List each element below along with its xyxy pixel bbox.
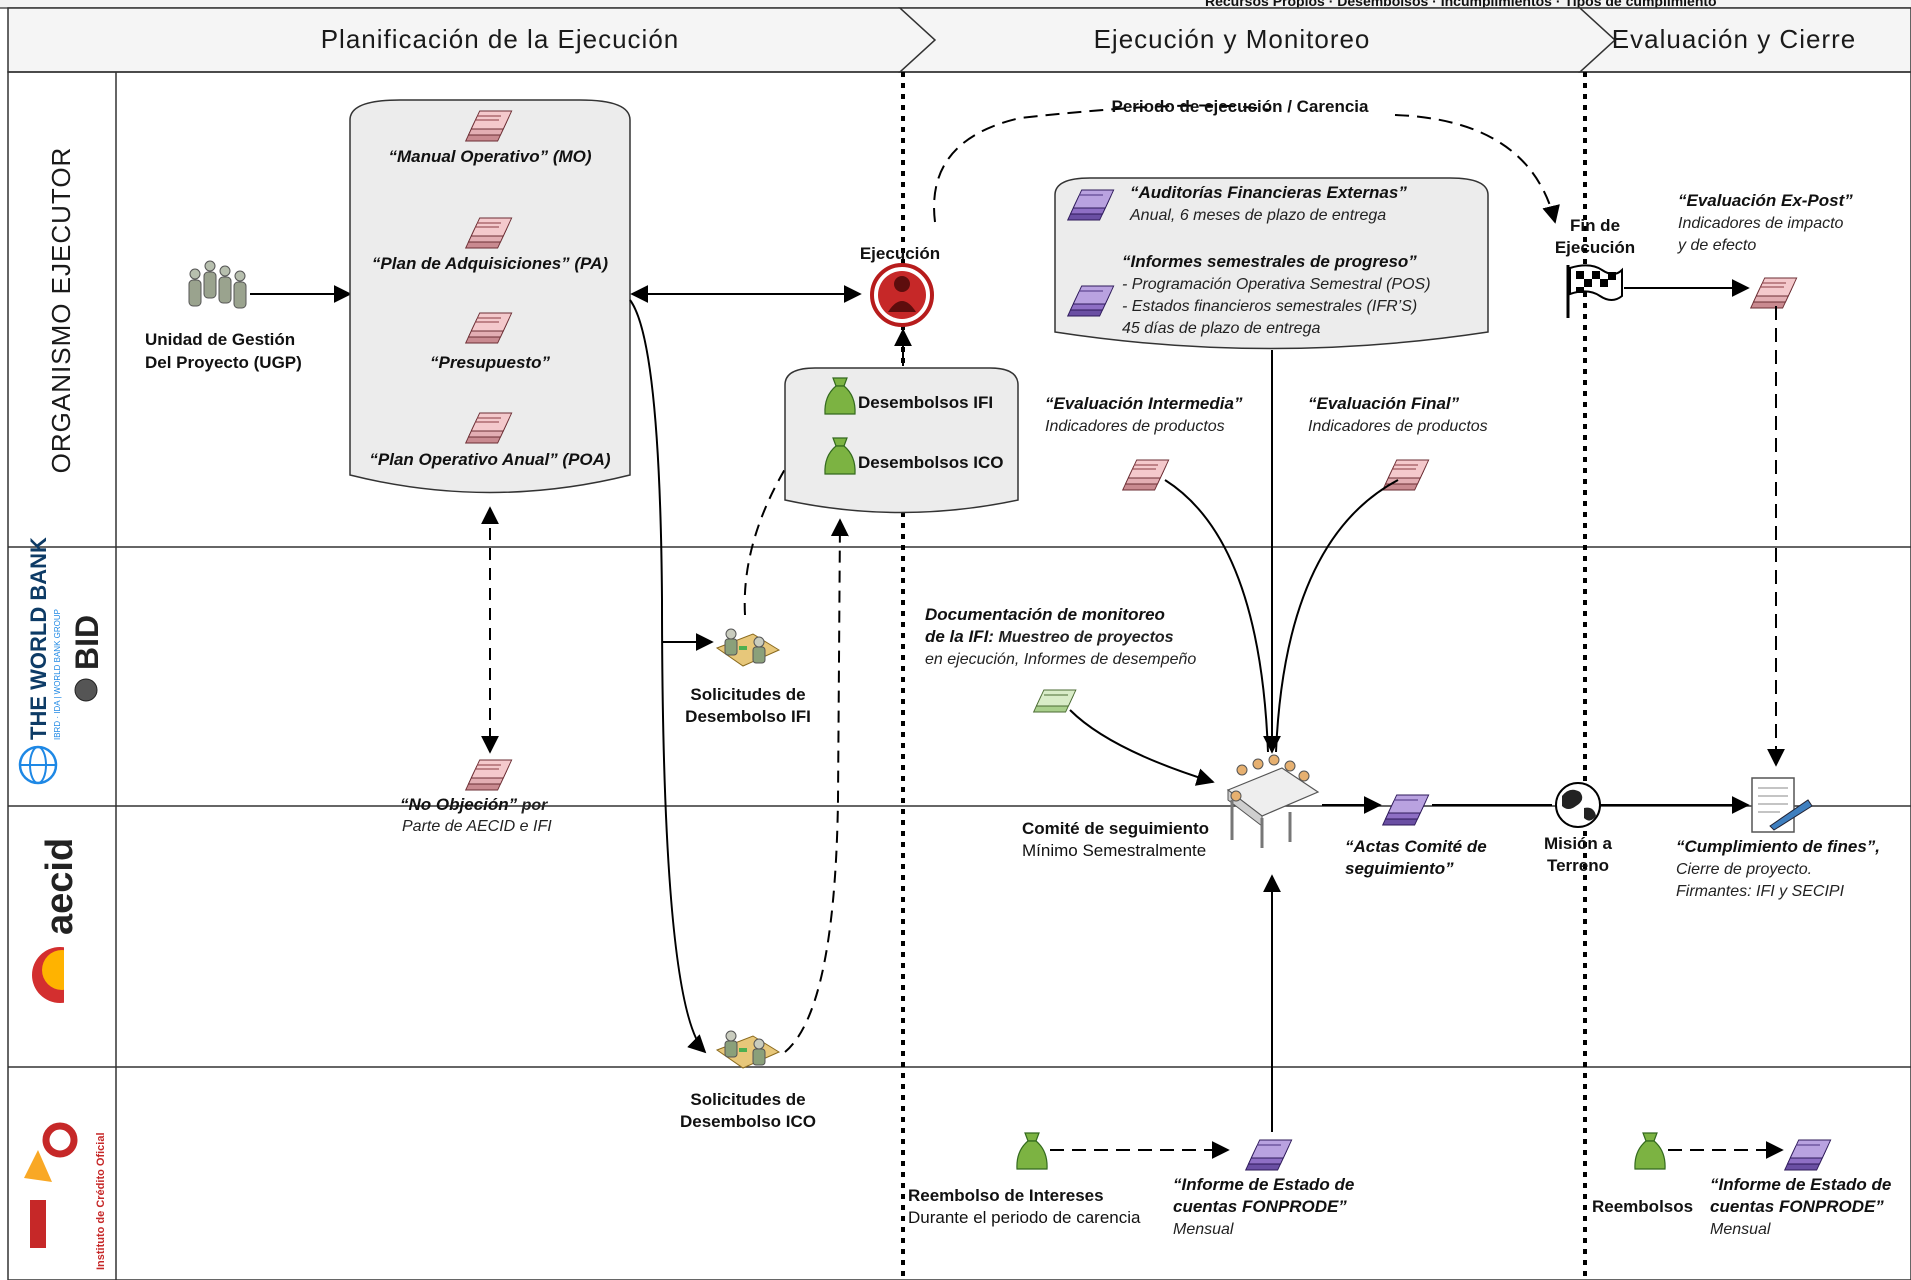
ugp-label-1: Unidad de Gestión (145, 330, 295, 349)
doc-presupuesto: “Presupuesto” (430, 353, 550, 372)
ejecucion-icon (870, 263, 934, 327)
document-icon (1784, 1139, 1832, 1171)
legend-strip (0, 0, 1911, 8)
doc-monitoreo-1: Documentación de monitoreo (925, 605, 1165, 624)
phase-title-planning: Planificación de la Ejecución (321, 24, 680, 54)
worldbank-subtext: IBRD · IDA | WORLD BANK GROUP (53, 609, 62, 740)
comite-sub: Mínimo Semestralmente (1022, 841, 1206, 860)
reembolso-title: Reembolso de Intereses (908, 1186, 1104, 1205)
fin-2: Ejecución (1555, 238, 1635, 257)
informes-l2: - Estados financieros semestrales (IFR’S… (1122, 298, 1417, 315)
eval-final-sub: Indicadores de productos (1308, 418, 1488, 435)
doc-manual-operativo: “Manual Operativo” (MO) (388, 147, 591, 166)
doc-plan-adquisiciones: “Plan de Adquisiciones” (PA) (372, 254, 608, 273)
informe-estado-closing-1: “Informe de Estado de (1710, 1175, 1891, 1194)
reports-box (1054, 177, 1489, 350)
desembolsos-box (784, 367, 1019, 514)
meeting-icon (716, 628, 780, 667)
no-objecion-label: “No Objeción” por (400, 795, 548, 814)
mision-2: Terreno (1547, 856, 1609, 875)
informes-l3: 45 días de plazo de entrega (1122, 320, 1320, 337)
desembolsos-ifi: Desembolsos IFI (858, 393, 993, 412)
top-legend: Recursos Propios · Desembolsos · Incumpl… (1205, 0, 1717, 9)
desembolsos-ico: Desembolsos ICO (858, 453, 1004, 472)
reembolso-sub: Durante el periodo de carencia (908, 1208, 1141, 1227)
cumplimiento-title: “Cumplimiento de fines”, (1676, 837, 1880, 856)
money-bag-icon (1016, 1132, 1048, 1170)
fin-1: Fin de (1570, 216, 1620, 235)
meeting-icon (716, 1030, 780, 1069)
comite-title: Comité de seguimiento (1022, 819, 1209, 838)
ex-post-l2: y de efecto (1677, 237, 1756, 254)
auditorias-title: “Auditorías Financieras Externas” (1130, 183, 1407, 202)
actas-1: “Actas Comité de (1345, 837, 1487, 856)
informes-title: “Informes semestrales de progreso” (1122, 252, 1417, 271)
bid-logo: BID (69, 615, 105, 702)
document-icon (1245, 1139, 1293, 1171)
eval-final-title: “Evaluación Final” (1308, 394, 1460, 413)
worldbank-logo: THE WORLD BANK IBRD · IDA | WORLD BANK G… (18, 537, 62, 785)
ico-logo: Instituto de Crédito Oficial (24, 1122, 107, 1270)
document-icon (1122, 459, 1170, 491)
cumplimiento-l1: Cierre de proyecto. (1676, 861, 1812, 878)
doc-monitoreo-2: de la IFI: Muestreo de proyectos (925, 627, 1174, 646)
ico-subtext: Instituto de Crédito Oficial (95, 1132, 107, 1270)
auditorias-sub: Anual, 6 meses de plazo de entrega (1129, 207, 1386, 224)
phase-title-closing: Evaluación y Cierre (1612, 24, 1856, 54)
meeting-table-icon (1226, 754, 1320, 848)
solicitud-ifi-2: Desembolso IFI (685, 707, 811, 726)
document-icon (1033, 689, 1077, 713)
ex-post-title: “Evaluación Ex-Post” (1678, 191, 1853, 210)
document-icon (465, 759, 513, 791)
actas-2: seguimiento” (1345, 859, 1454, 878)
aecid-logo: aecid (32, 838, 104, 1005)
ex-post-l1: Indicadores de impacto (1678, 215, 1844, 232)
no-objecion-line2: Parte de AECID e IFI (402, 818, 552, 835)
doc-monitoreo-3: en ejecución, Informes de desempeño (925, 651, 1196, 668)
solicitud-ico-2: Desembolso ICO (680, 1112, 816, 1131)
informe-estado-2: cuentas FONPRODE” (1173, 1197, 1347, 1216)
doc-poa: “Plan Operativo Anual” (POA) (369, 450, 611, 469)
mision-1: Misión a (1544, 834, 1613, 853)
informe-estado-closing-2: cuentas FONPRODE” (1710, 1197, 1884, 1216)
ugp-label-2: Del Proyecto (UGP) (145, 353, 302, 372)
solicitud-ifi-1: Solicitudes de (690, 685, 805, 704)
reembolsos-label: Reembolsos (1592, 1197, 1693, 1216)
informes-l1: - Programación Operativa Semestral (POS) (1122, 276, 1431, 293)
informe-estado-3: Mensual (1173, 1221, 1234, 1238)
document-icon (1750, 277, 1798, 309)
finish-flag-icon (1566, 264, 1623, 318)
phase-title-execution: Ejecución y Monitoreo (1094, 24, 1371, 54)
bid-text: BID (69, 615, 105, 670)
signed-document-icon (1751, 777, 1813, 833)
aecid-text: aecid (39, 838, 81, 935)
planning-docs-box (349, 99, 631, 494)
informe-estado-closing-3: Mensual (1710, 1221, 1771, 1238)
money-bag-icon (1634, 1132, 1666, 1170)
cumplimiento-l2: Firmantes: IFI y SECIPI (1676, 883, 1845, 900)
eval-intermedia-sub: Indicadores de productos (1045, 418, 1225, 435)
ejecucion-label: Ejecución (860, 244, 940, 263)
worldbank-text: THE WORLD BANK (26, 537, 51, 740)
periodo-label: Periodo de ejecución / Carencia (1112, 97, 1370, 116)
lane-label-organismo: ORGANISMO EJECUTOR (46, 147, 76, 474)
informe-estado-1: “Informe de Estado de (1173, 1175, 1354, 1194)
globe-icon (1555, 782, 1601, 828)
eval-intermedia-title: “Evaluación Intermedia” (1045, 394, 1243, 413)
document-icon (1382, 794, 1430, 826)
solicitud-ico-1: Solicitudes de (690, 1090, 805, 1109)
ugp-people-icon (188, 260, 247, 309)
